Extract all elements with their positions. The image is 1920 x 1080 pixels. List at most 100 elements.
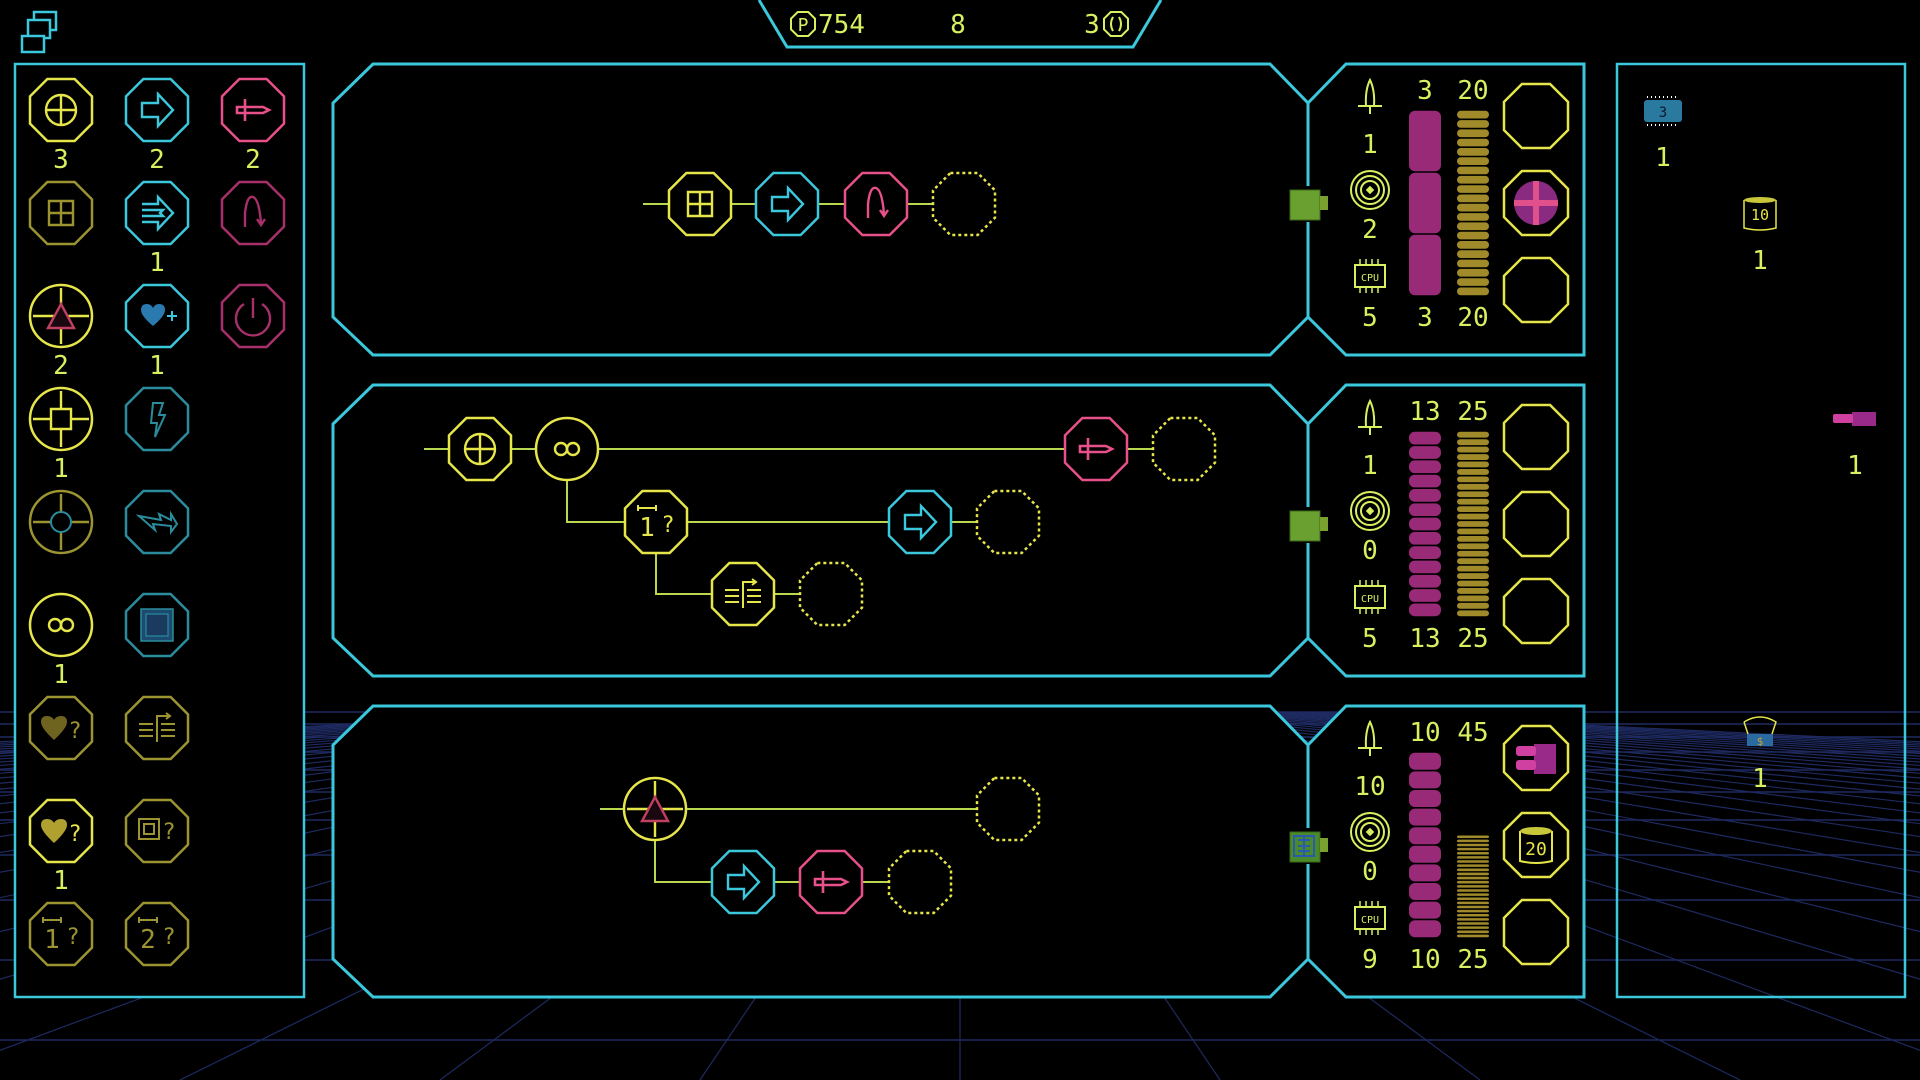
program-node-sword[interactable] xyxy=(798,849,864,915)
inventory-frame xyxy=(1615,62,1907,999)
program-node-arrow[interactable] xyxy=(887,489,953,555)
palette-command-sword[interactable] xyxy=(220,77,286,143)
program-node-crosshair[interactable] xyxy=(447,416,513,482)
program-node-infinity[interactable] xyxy=(534,416,600,482)
equipment-slot-empty[interactable] xyxy=(1502,898,1570,966)
palette-item-target-triangle[interactable]: 2 xyxy=(28,283,94,381)
palette-item-arrow[interactable]: 2 xyxy=(124,77,190,175)
palette-command-jump[interactable] xyxy=(220,180,286,246)
palette-item-double-arrow[interactable]: 1 xyxy=(124,180,190,278)
inventory-item-pink-blaster[interactable]: 1 xyxy=(1833,412,1876,481)
empty-slot[interactable] xyxy=(1151,416,1217,482)
equipment-slot-empty[interactable] xyxy=(1502,490,1570,558)
inventory-item-battery[interactable]: 101 xyxy=(1743,197,1777,276)
palette-item-target-circle[interactable] xyxy=(28,489,94,555)
palette-item-distance-1-query[interactable]: 1? xyxy=(28,901,94,967)
stacked-windows-icon[interactable] xyxy=(20,10,58,54)
program-node-list-branch[interactable] xyxy=(710,561,776,627)
empty-slot[interactable] xyxy=(975,776,1041,842)
palette-item-cube[interactable] xyxy=(124,592,190,658)
bar-segment xyxy=(1409,560,1441,574)
palette-command-target-square[interactable] xyxy=(28,386,94,452)
equipment-slot-empty[interactable] xyxy=(1502,577,1570,645)
bar-segment xyxy=(1457,930,1489,934)
empty-slot[interactable] xyxy=(798,561,864,627)
green-robot-icon[interactable] xyxy=(1288,186,1328,222)
palette-item-distance-2-query[interactable]: 2? xyxy=(124,901,190,967)
palette-command-box-query[interactable]: ? xyxy=(124,798,190,864)
inventory-item-shield-basket[interactable]: $1 xyxy=(1743,716,1777,794)
palette-item-heart-plus[interactable]: 1 xyxy=(124,283,190,381)
palette-item-list-branch[interactable] xyxy=(124,695,190,761)
green-robot-icon[interactable] xyxy=(1288,507,1328,543)
palette-command-target-circle[interactable] xyxy=(28,489,94,555)
program-node-empty[interactable] xyxy=(975,776,1041,842)
program-node-grid[interactable] xyxy=(667,171,733,237)
bar-segment xyxy=(1457,897,1489,900)
program-node-distance-1-query[interactable]: 1? xyxy=(623,489,689,555)
palette-command-heart-query[interactable]: ? xyxy=(28,695,94,761)
palette-item-heart-query[interactable]: ?1 xyxy=(28,798,94,896)
palette-command-double-arrow[interactable] xyxy=(124,180,190,246)
top-bar-frame xyxy=(757,0,1163,49)
palette-item-sword[interactable]: 2 xyxy=(220,77,286,175)
palette-command-list-branch[interactable] xyxy=(124,695,190,761)
pink-blaster-icon[interactable] xyxy=(1833,412,1876,426)
circuit-board-icon[interactable] xyxy=(1288,828,1328,864)
program-node-empty[interactable] xyxy=(1151,416,1217,482)
equipment-slot-purple-orb[interactable] xyxy=(1502,169,1570,237)
battery-icon[interactable]: 10 xyxy=(1743,197,1777,231)
palette-command-crosshair[interactable] xyxy=(28,77,94,143)
shield-basket-icon[interactable]: $ xyxy=(1743,716,1777,748)
equipment-slot-empty[interactable] xyxy=(1502,256,1570,324)
hp-bar xyxy=(1409,752,1441,938)
palette-item-crosshair[interactable]: 3 xyxy=(28,77,94,175)
program-node-empty[interactable] xyxy=(931,171,997,237)
palette-command-grid[interactable] xyxy=(28,180,94,246)
empty-slot[interactable] xyxy=(887,849,953,915)
program-node-sword[interactable] xyxy=(1063,416,1129,482)
palette-command-cube[interactable] xyxy=(124,592,190,658)
inventory-item-chip[interactable]: 31 xyxy=(1644,96,1682,173)
palette-command-heart-plus[interactable] xyxy=(124,283,190,349)
bar-segment xyxy=(1409,503,1441,517)
bar-segment xyxy=(1457,194,1489,203)
palette-command-heart-query[interactable]: ? xyxy=(28,798,94,864)
equipment-slot-empty[interactable] xyxy=(1502,82,1570,150)
palette-item-bolt[interactable] xyxy=(124,386,190,452)
palette-command-bolt[interactable] xyxy=(124,386,190,452)
bar-segment xyxy=(1457,610,1489,617)
palette-item-power[interactable] xyxy=(220,283,286,349)
bar-segment xyxy=(1457,491,1489,498)
program-node-target-triangle[interactable] xyxy=(622,776,688,842)
program-node-empty[interactable] xyxy=(798,561,864,627)
equipment-slot-pink-blaster[interactable] xyxy=(1502,724,1570,792)
program-node-empty[interactable] xyxy=(887,849,953,915)
empty-slot[interactable] xyxy=(975,489,1041,555)
palette-item-target-square[interactable]: 1 xyxy=(28,386,94,484)
palette-item-heart-query[interactable]: ? xyxy=(28,695,94,761)
palette-command-power[interactable] xyxy=(220,283,286,349)
palette-item-grid[interactable] xyxy=(28,180,94,246)
palette-command-distance-1-query[interactable]: 1? xyxy=(28,901,94,967)
palette-command-arrow[interactable] xyxy=(124,77,190,143)
empty-slot[interactable] xyxy=(931,171,997,237)
program-node-jump[interactable] xyxy=(843,171,909,237)
equipment-slot-battery-20[interactable]: 20 xyxy=(1502,811,1570,879)
palette-item-infinity[interactable]: 1 xyxy=(28,592,94,690)
palette-command-distance-2-query[interactable]: 2? xyxy=(124,901,190,967)
palette-command-infinity[interactable] xyxy=(28,592,94,658)
program-node-arrow[interactable] xyxy=(754,171,820,237)
chip-icon[interactable]: 3 xyxy=(1644,96,1682,126)
palette-item-bolt-arrow[interactable] xyxy=(124,489,190,555)
palette-command-bolt-arrow[interactable] xyxy=(124,489,190,555)
program-node-arrow[interactable] xyxy=(710,849,776,915)
program-node-empty[interactable] xyxy=(975,489,1041,555)
palette-item-jump[interactable] xyxy=(220,180,286,246)
bar-segment xyxy=(1457,138,1489,147)
equipment-slot-empty[interactable] xyxy=(1502,403,1570,471)
bar-segment xyxy=(1457,588,1489,594)
palette-item-box-query[interactable]: ? xyxy=(124,798,190,864)
palette-command-target-triangle[interactable] xyxy=(28,283,94,349)
